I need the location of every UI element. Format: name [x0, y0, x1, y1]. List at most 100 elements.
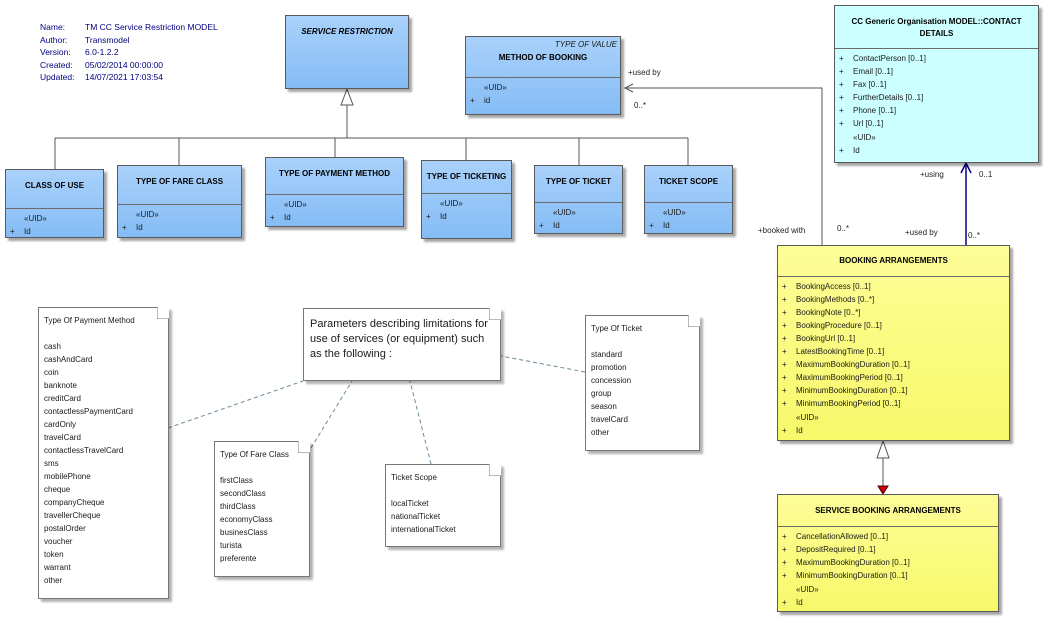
visibility-marker: + — [839, 67, 844, 76]
ticket-scope-class[interactable]: TICKET SCOPE «UID» +Id — [644, 165, 733, 234]
multiplicity-label: 0..* — [837, 224, 850, 233]
attribute-row: +Url [0..1] — [839, 117, 1034, 130]
attribute: BookingProcedure [0..1] — [796, 321, 882, 330]
attribute: Id — [24, 227, 31, 236]
metadata-key: Updated: — [40, 72, 75, 82]
class-name: TYPE OF PAYMENT METHOD — [278, 169, 391, 178]
visibility-marker: + — [839, 93, 844, 102]
attribute: Phone [0..1] — [853, 106, 897, 115]
attribute-list: +CancellationAllowed [0..1]+DepositRequi… — [778, 527, 998, 609]
note-item: businesClass — [220, 528, 268, 537]
uid-stereotype: «UID» — [440, 199, 463, 208]
attribute-row: +Fax [0..1] — [839, 78, 1034, 91]
attribute: BookingAccess [0..1] — [796, 282, 871, 291]
note-item: coin — [44, 368, 59, 377]
note-item: token — [44, 550, 64, 559]
attribute: Id — [284, 213, 291, 222]
attribute: MaximumBookingDuration [0..1] — [796, 360, 910, 369]
class-name: CLASS OF USE — [24, 181, 85, 190]
attribute: Id — [663, 221, 670, 230]
visibility-marker: + — [782, 571, 787, 580]
note-item: preferente — [220, 554, 257, 563]
class-name: CC Generic Organisation MODEL::CONTACT D… — [851, 17, 1022, 38]
role-label: +booked with — [758, 226, 806, 235]
note-corner-icon — [688, 315, 700, 327]
note-item: thirdClass — [220, 502, 256, 511]
class-name: TYPE OF TICKETING — [426, 172, 507, 181]
attribute: CancellationAllowed [0..1] — [796, 532, 889, 541]
visibility-marker: + — [839, 80, 844, 89]
note-item: turista — [220, 541, 242, 550]
visibility-marker: + — [782, 399, 787, 408]
note-item: economyClass — [220, 515, 273, 524]
note-item: concession — [591, 376, 632, 385]
role-label: +used by — [905, 228, 938, 237]
uid-stereotype: «UID» — [663, 208, 686, 217]
attribute-row: + Email [0..1] — [839, 65, 1034, 78]
uid-stereotype: «UID» — [136, 210, 159, 219]
class-of-use-class[interactable]: CLASS OF USE «UID» +Id — [5, 169, 104, 238]
attribute-row: +MaximumBookingDuration [0..1] — [782, 556, 994, 569]
note-item: postalOrder — [44, 524, 86, 533]
attribute-row: +MinimumBookingDuration [0..1] — [782, 569, 994, 582]
type-of-payment-method-class[interactable]: TYPE OF PAYMENT METHOD «UID» +Id — [265, 157, 404, 227]
attribute: MaximumBookingDuration [0..1] — [796, 558, 910, 567]
visibility-marker: + — [122, 223, 127, 232]
attribute-row: +FurtherDetails [0..1] — [839, 91, 1034, 104]
class-name: METHOD OF BOOKING — [498, 53, 588, 62]
contact-details-class[interactable]: CC Generic Organisation MODEL::CONTACT D… — [834, 5, 1039, 163]
note-item: firstClass — [220, 476, 253, 485]
note-corner-icon — [298, 441, 310, 453]
note-item: cardOnly — [44, 420, 77, 429]
note-item: cashAndCard — [44, 355, 93, 364]
note-item: contactlessTravelCard — [44, 446, 124, 455]
note-parameters[interactable]: Parameters describing limitations for us… — [303, 308, 501, 381]
metadata-value: 14/07/2021 17:03:54 — [85, 72, 163, 82]
type-of-ticket-class[interactable]: TYPE OF TICKET «UID» +Id — [534, 165, 623, 234]
type-of-fare-class-class[interactable]: TYPE OF FARE CLASS «UID» +Id — [117, 165, 242, 238]
metadata-row: Updated: 14/07/2021 17:03:54 — [40, 71, 218, 84]
metadata-row: Name:TM CC Service Restriction MODEL — [40, 21, 218, 34]
attribute-row: +Id — [839, 144, 1034, 157]
service-booking-generalization — [876, 439, 890, 495]
attribute: Id — [553, 221, 560, 230]
metadata-value: Transmodel — [85, 34, 130, 45]
type-of-ticketing-class[interactable]: TYPE OF TICKETING «UID» +Id — [421, 160, 512, 239]
attribute: Email [0..1] — [853, 67, 894, 76]
method-of-booking-class[interactable]: TYPE OF VALUE METHOD OF BOOKING «UID» +i… — [465, 36, 621, 115]
class-name: SERVICE BOOKING ARRANGEMENTS — [815, 506, 961, 515]
class-name: SERVICE RESTRICTION — [301, 27, 393, 36]
uid-stereotype: «UID» — [796, 585, 819, 594]
visibility-marker: + — [10, 227, 15, 236]
note-item: creditCard — [44, 394, 81, 403]
generalization-tree — [54, 87, 689, 169]
visibility-marker: + — [782, 532, 787, 541]
service-booking-arrangements-class[interactable]: SERVICE BOOKING ARRANGEMENTS + Cancellati… — [777, 494, 999, 612]
class-name: BOOKING ARRANGEMENTS — [839, 256, 948, 265]
service-restriction-class[interactable]: SERVICE RESTRICTION — [285, 15, 409, 89]
note-item: voucher — [44, 537, 73, 546]
attribute-row: +BookingNote [0..*] — [782, 306, 1005, 319]
attribute: BookingNote [0..*] — [796, 308, 861, 317]
attribute-row: +Id — [782, 424, 1005, 437]
note-text: Parameters describing limitations for us… — [310, 318, 488, 360]
note-title: Type Of Payment Method — [44, 316, 135, 325]
metadata-value: TM CC Service Restriction MODEL — [85, 22, 218, 32]
metadata-key: Author: — [40, 34, 68, 45]
attribute-row: +LatestBookingTime [0..1] — [782, 345, 1005, 358]
attribute-row: +ContactPerson [0..1] — [839, 52, 1034, 65]
attribute-list: +ContactPerson [0..1]+Email [0..1]+Fax [… — [835, 49, 1038, 157]
attribute-row: +BookingMethods [0..*] — [782, 293, 1005, 306]
attribute: ContactPerson [0..1] — [853, 54, 926, 63]
booking-arrangements-class[interactable]: BOOKING ARRANGEMENTS + BookingAccess [0..… — [777, 245, 1010, 441]
note-item: group — [591, 389, 612, 398]
attribute: BookingMethods [0..*] — [796, 295, 875, 304]
attribute: MaximumBookingPeriod [0..1] — [796, 373, 903, 382]
visibility-marker: + — [782, 360, 787, 369]
